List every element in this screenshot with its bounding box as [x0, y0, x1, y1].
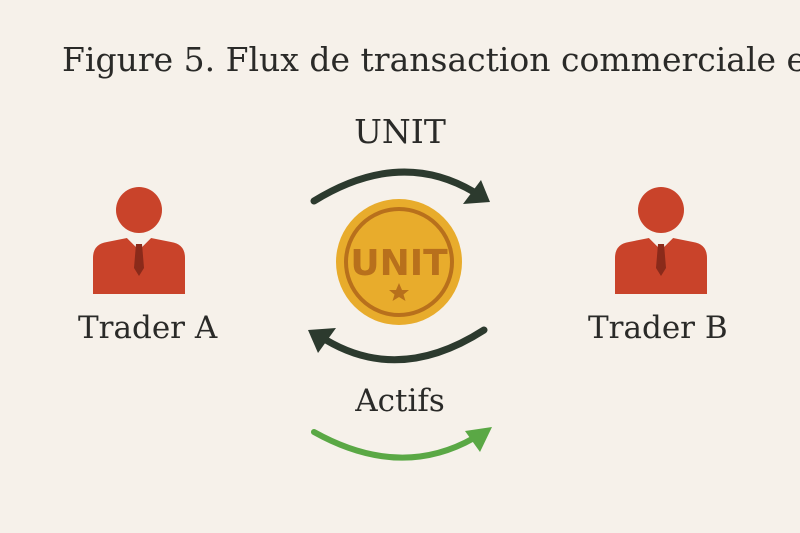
return-flow-arrow — [308, 326, 488, 364]
figure-title: Figure 5. Flux de transaction commercial… — [62, 40, 800, 79]
trader-a-person-icon — [93, 187, 185, 294]
trader-b-person-icon — [615, 187, 707, 294]
unit-flow-arrow — [310, 168, 490, 205]
trader-a-label: Trader A — [78, 310, 218, 346]
unit-flow-label: UNIT — [354, 112, 446, 151]
coin-text: UNIT — [350, 243, 448, 284]
unit-coin: UNIT — [336, 199, 462, 325]
assets-flow-arrow — [311, 427, 492, 461]
assets-flow-label: Actifs — [355, 383, 445, 419]
star-icon — [389, 283, 409, 301]
trader-b-label: Trader B — [588, 310, 728, 346]
